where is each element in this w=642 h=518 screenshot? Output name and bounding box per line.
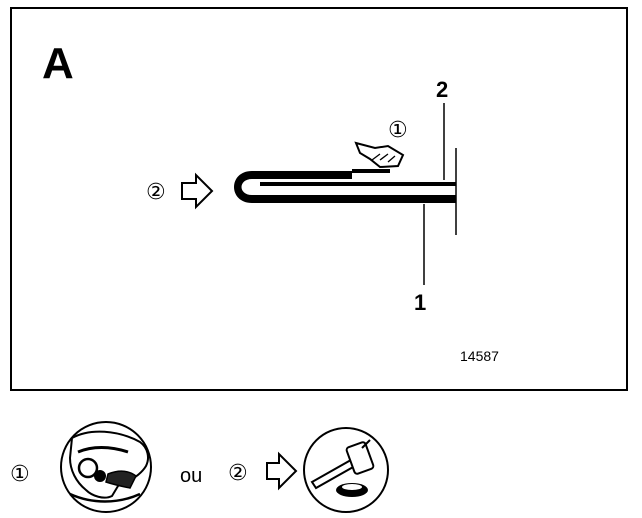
- legend-separator: ou: [180, 465, 202, 487]
- inner-panel: [260, 182, 456, 186]
- legend-step-1-marker: ①: [10, 462, 30, 487]
- legend-step-2-marker: ②: [228, 461, 248, 486]
- step-1-marker: ①: [388, 118, 408, 143]
- reference-number: 14587: [460, 348, 499, 364]
- hand-hemming-tool-icon: [60, 421, 152, 513]
- push-arrow-icon: [181, 172, 214, 210]
- diagram-frame: [10, 7, 628, 391]
- outer-panel: [252, 195, 456, 203]
- legend-push-arrow-icon: [266, 451, 298, 491]
- hem-bend: [234, 171, 252, 203]
- step-2-marker: ②: [146, 180, 166, 205]
- hand-press-icon: [352, 141, 405, 173]
- panel-letter: A: [42, 39, 74, 88]
- callout-1-label: 1: [414, 290, 426, 315]
- hem-flange: [252, 171, 352, 179]
- callout-2-label: 2: [436, 77, 448, 102]
- hammer-and-dolly-icon: [303, 427, 389, 513]
